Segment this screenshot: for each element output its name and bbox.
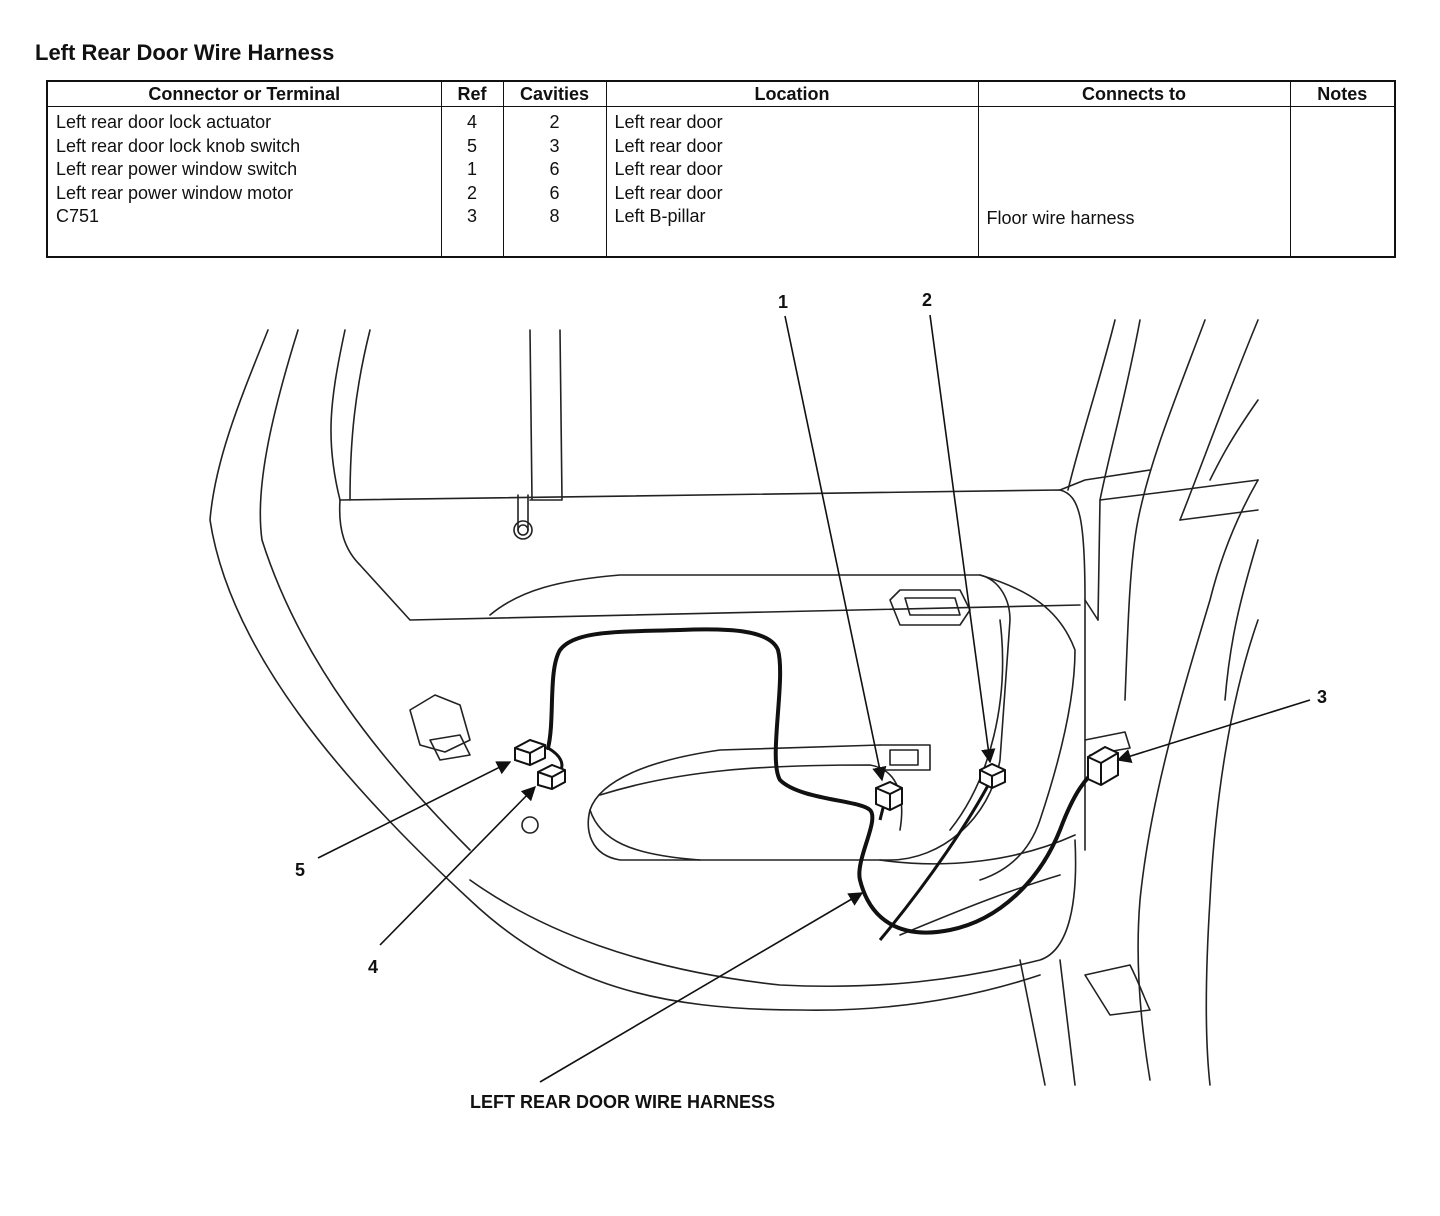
cavities-cell: 2 3 6 6 8 — [502, 106, 606, 257]
wire-harness — [546, 627, 1102, 935]
header-location: Location — [605, 81, 978, 107]
leader-2 — [929, 314, 996, 764]
cavities-count: 3 — [549, 135, 560, 156]
callout-4: 4 — [368, 957, 379, 977]
ref-number: 4 — [466, 112, 477, 132]
callout-1: 1 — [778, 292, 789, 312]
connector-name: Left rear door lock knob switch — [56, 135, 301, 156]
ref-number: 2 — [466, 182, 477, 203]
location-text: Left rear door — [614, 112, 723, 132]
leader-4 — [379, 785, 537, 946]
sill-plate — [1084, 964, 1151, 1016]
callout-5: 5 — [295, 860, 306, 880]
header-cavities: Cavities — [502, 81, 606, 107]
cavities-count: 6 — [549, 159, 560, 179]
notes-cell — [1289, 106, 1395, 257]
window-channel — [529, 329, 563, 501]
connector-3 — [1087, 745, 1119, 787]
lock-knob — [517, 494, 529, 531]
callout-3: 3 — [1317, 687, 1328, 707]
header-connects-to: Connects to — [977, 81, 1290, 107]
ref-cell: 4 5 1 2 3 — [440, 106, 503, 257]
table-header-row: Connector or Terminal Ref Cavities Locat… — [47, 81, 1395, 107]
connector-name: C751 — [56, 206, 100, 226]
location-text: Left rear door — [614, 135, 723, 156]
connector-name: Left rear power window motor — [56, 182, 294, 203]
leader-1 — [784, 315, 887, 782]
location-text: Left B-pillar — [614, 206, 706, 226]
cavities-count: 2 — [549, 112, 560, 132]
header-ref: Ref — [440, 81, 503, 107]
location-text: Left rear door — [614, 182, 723, 203]
armrest — [489, 574, 1011, 861]
connects-to-cell: Floor wire harness — [977, 106, 1290, 257]
door-frame-outline — [209, 329, 1041, 1011]
lock-recess — [409, 694, 471, 753]
ref-number: 1 — [466, 159, 477, 179]
cavities-count: 6 — [549, 182, 560, 203]
header-notes: Notes — [1289, 81, 1395, 107]
ref-number: 5 — [466, 135, 477, 156]
door-panel-top — [339, 489, 1086, 851]
connector-table: Connector or Terminal Ref Cavities Locat… — [46, 80, 1396, 258]
header-connector: Connector or Terminal — [47, 81, 441, 107]
harness-label: LEFT REAR DOOR WIRE HARNESS — [470, 1092, 776, 1112]
connector-2 — [979, 762, 1006, 790]
location-text: Left rear door — [614, 159, 723, 179]
connector-5 — [514, 738, 546, 767]
page-title: Left Rear Door Wire Harness — [35, 40, 335, 65]
door-lower-panel — [469, 839, 1077, 988]
connector-name: Left rear door lock actuator — [56, 112, 272, 132]
leader-3 — [1116, 699, 1311, 764]
b-pillar — [1067, 319, 1116, 491]
leader-5 — [317, 761, 512, 859]
connector-1 — [875, 780, 903, 812]
ref-number: 3 — [466, 206, 477, 226]
cavities-count: 8 — [549, 206, 560, 226]
callout-2: 2 — [922, 290, 933, 310]
connector-name: Left rear power window switch — [56, 159, 298, 179]
leader-harness — [539, 892, 864, 1083]
connector-4 — [537, 763, 566, 791]
